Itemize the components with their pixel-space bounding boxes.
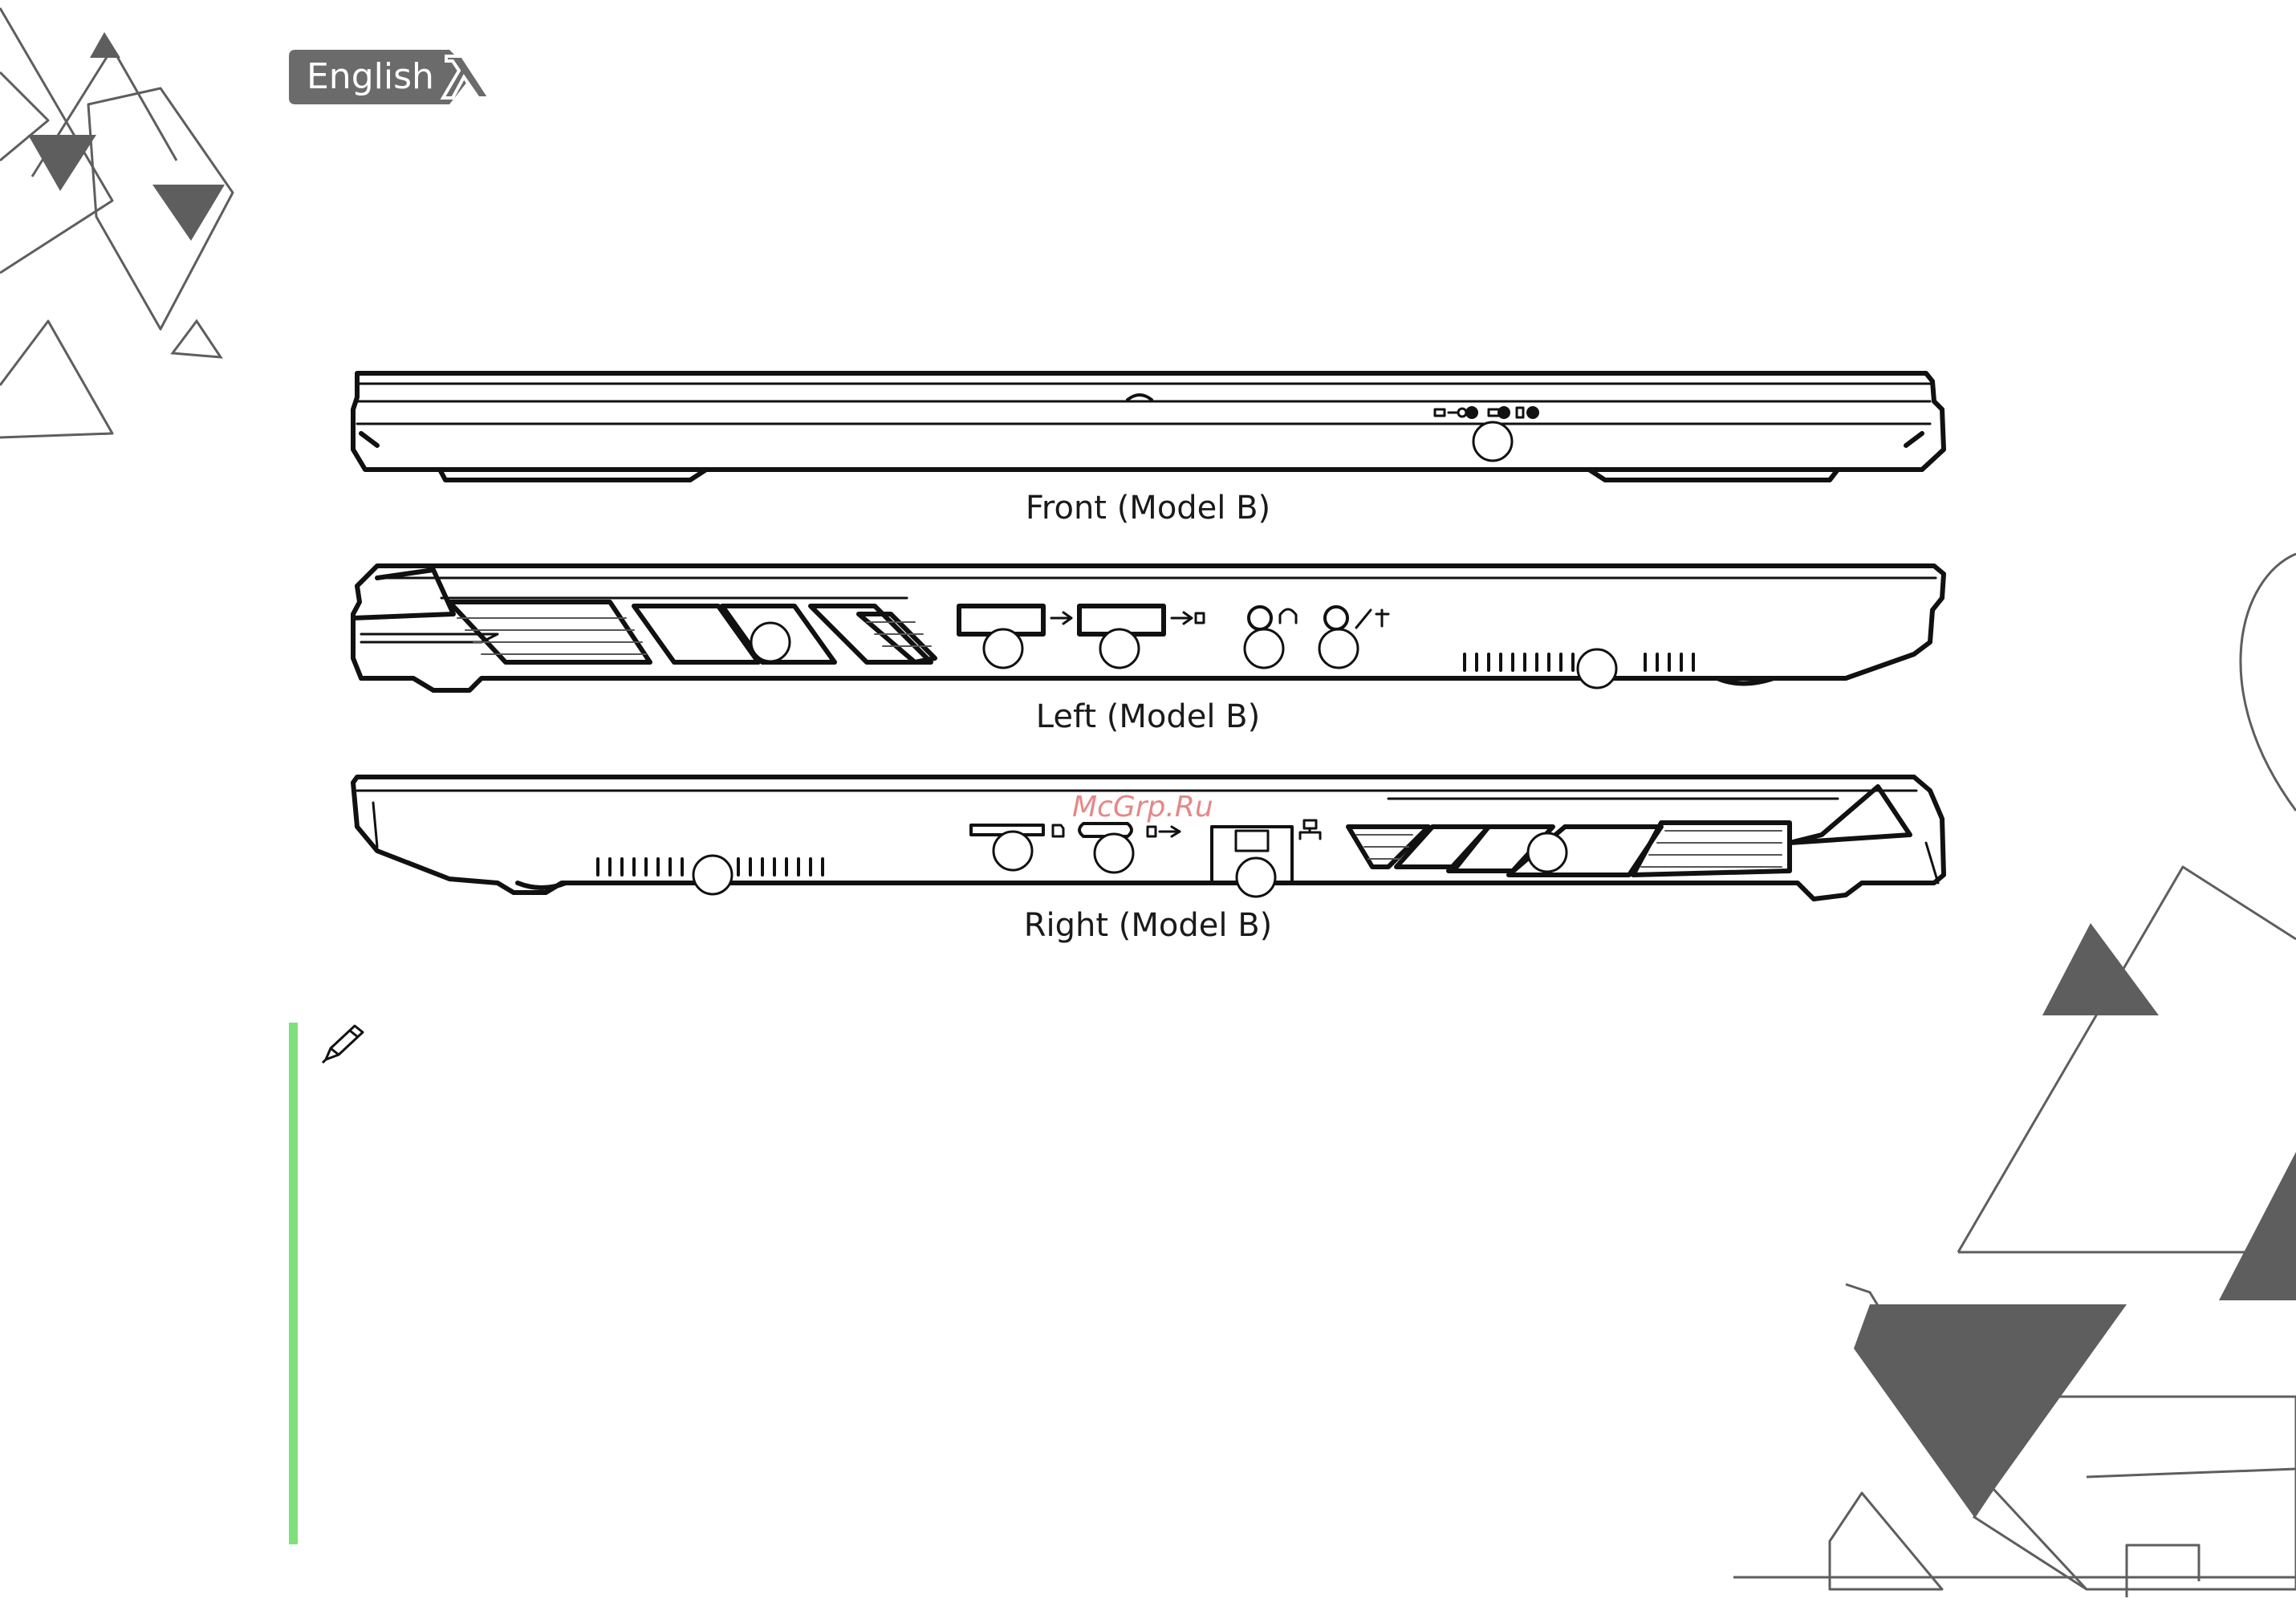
front-view-caption: Front (Model B)	[0, 490, 2296, 527]
note-accent-bar	[289, 1023, 298, 1544]
watermark-text: McGrp.Ru	[1072, 791, 1213, 824]
pen-note-icon	[319, 1021, 371, 1066]
left-view-caption: Left (Model B)	[0, 698, 2296, 735]
left-port-icons	[1051, 609, 1388, 628]
front-view-drawing	[353, 373, 1944, 480]
left-view-drawing	[353, 566, 1944, 690]
right-view-caption: Right (Model B)	[0, 907, 2296, 944]
